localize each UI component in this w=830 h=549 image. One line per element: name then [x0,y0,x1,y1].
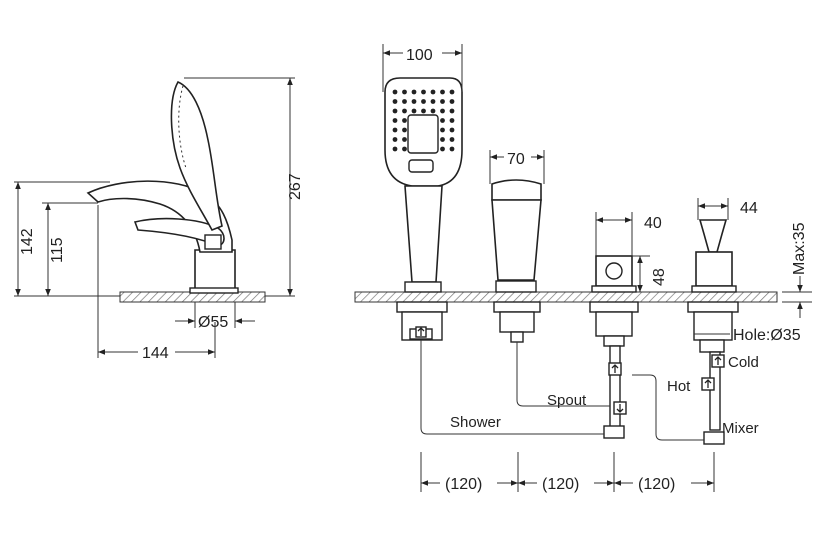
nozzle-dot [440,118,445,123]
front-deck [354,291,778,303]
dim-valve-height: 48 [651,268,668,286]
nozzle-dot [402,108,407,114]
nozzle-dot [449,118,455,123]
nozzle-dot [430,99,436,104]
nozzle-dot [449,108,455,114]
nozzle-dot [449,127,455,133]
nozzle-dot [440,146,445,152]
side-view: 267 142 115 Ø55 144 [14,77,304,362]
nozzle-dots [392,89,455,152]
nozzle-dot [440,127,445,133]
nozzle-dot [392,108,398,114]
dim-mixer-width: 44 [740,200,758,217]
dim-side-height-total: 267 [287,173,304,200]
nozzle-dot [392,137,398,142]
nozzle-dot [392,127,398,133]
dim-max-deck: Max:35 [791,222,808,275]
dim-hole: Hole:Ø35 [733,327,801,344]
dim-side-reach: 144 [142,345,169,362]
nozzle-dot [440,137,445,142]
nozzle-dot [402,89,407,95]
valve-part [589,255,639,439]
label-hot: Hot [667,378,691,395]
nozzle-dot [392,118,398,123]
dim-handshower-width: 100 [406,47,433,64]
nozzle-dot [402,127,407,133]
flow-arrows [415,326,725,415]
nozzle-dot [392,99,398,104]
spout-part [491,179,542,343]
side-base [194,249,236,291]
label-cold: Cold [728,354,759,371]
dim-side-base-diameter: Ø55 [198,314,228,331]
nozzle-dot [449,146,455,152]
nozzle-dot [449,99,455,104]
nozzle-dot [430,108,436,114]
nozzle-dot [392,89,398,95]
front-view: 100 70 40 48 44 Max:35 Hole:Ø35 [354,44,812,493]
nozzle-dot [421,108,426,114]
nozzle-dot [411,99,417,104]
nozzle-dot [421,89,426,95]
dim-spacing-3: (120) [638,476,675,493]
hoses [420,340,704,441]
dim-spacing-1: (120) [445,476,482,493]
nozzle-dot [430,89,436,95]
label-shower: Shower [450,414,501,431]
side-cradle [133,217,225,247]
nozzle-dot [440,89,445,95]
nozzle-dot [402,137,407,142]
nozzle-dot [440,99,445,104]
dim-side-height-inner: 115 [49,237,66,263]
nozzle-dot [449,137,455,142]
dim-spacing-2: (120) [542,476,579,493]
nozzle-dot [402,99,407,104]
dim-valve-width: 40 [644,215,662,232]
dim-side-height-spout: 142 [19,228,36,255]
mixer-part [687,219,739,445]
side-handshower [170,80,223,232]
nozzle-dot [402,146,407,152]
nozzle-dot [411,89,417,95]
dim-spout-width: 70 [507,151,525,168]
nozzle-dot [411,108,417,114]
label-spout: Spout [547,392,587,409]
label-mixer: Mixer [722,420,759,437]
nozzle-dot [402,118,407,123]
nozzle-dot [392,146,398,152]
nozzle-dot [449,89,455,95]
nozzle-dot [421,99,426,104]
nozzle-dot [440,108,445,114]
